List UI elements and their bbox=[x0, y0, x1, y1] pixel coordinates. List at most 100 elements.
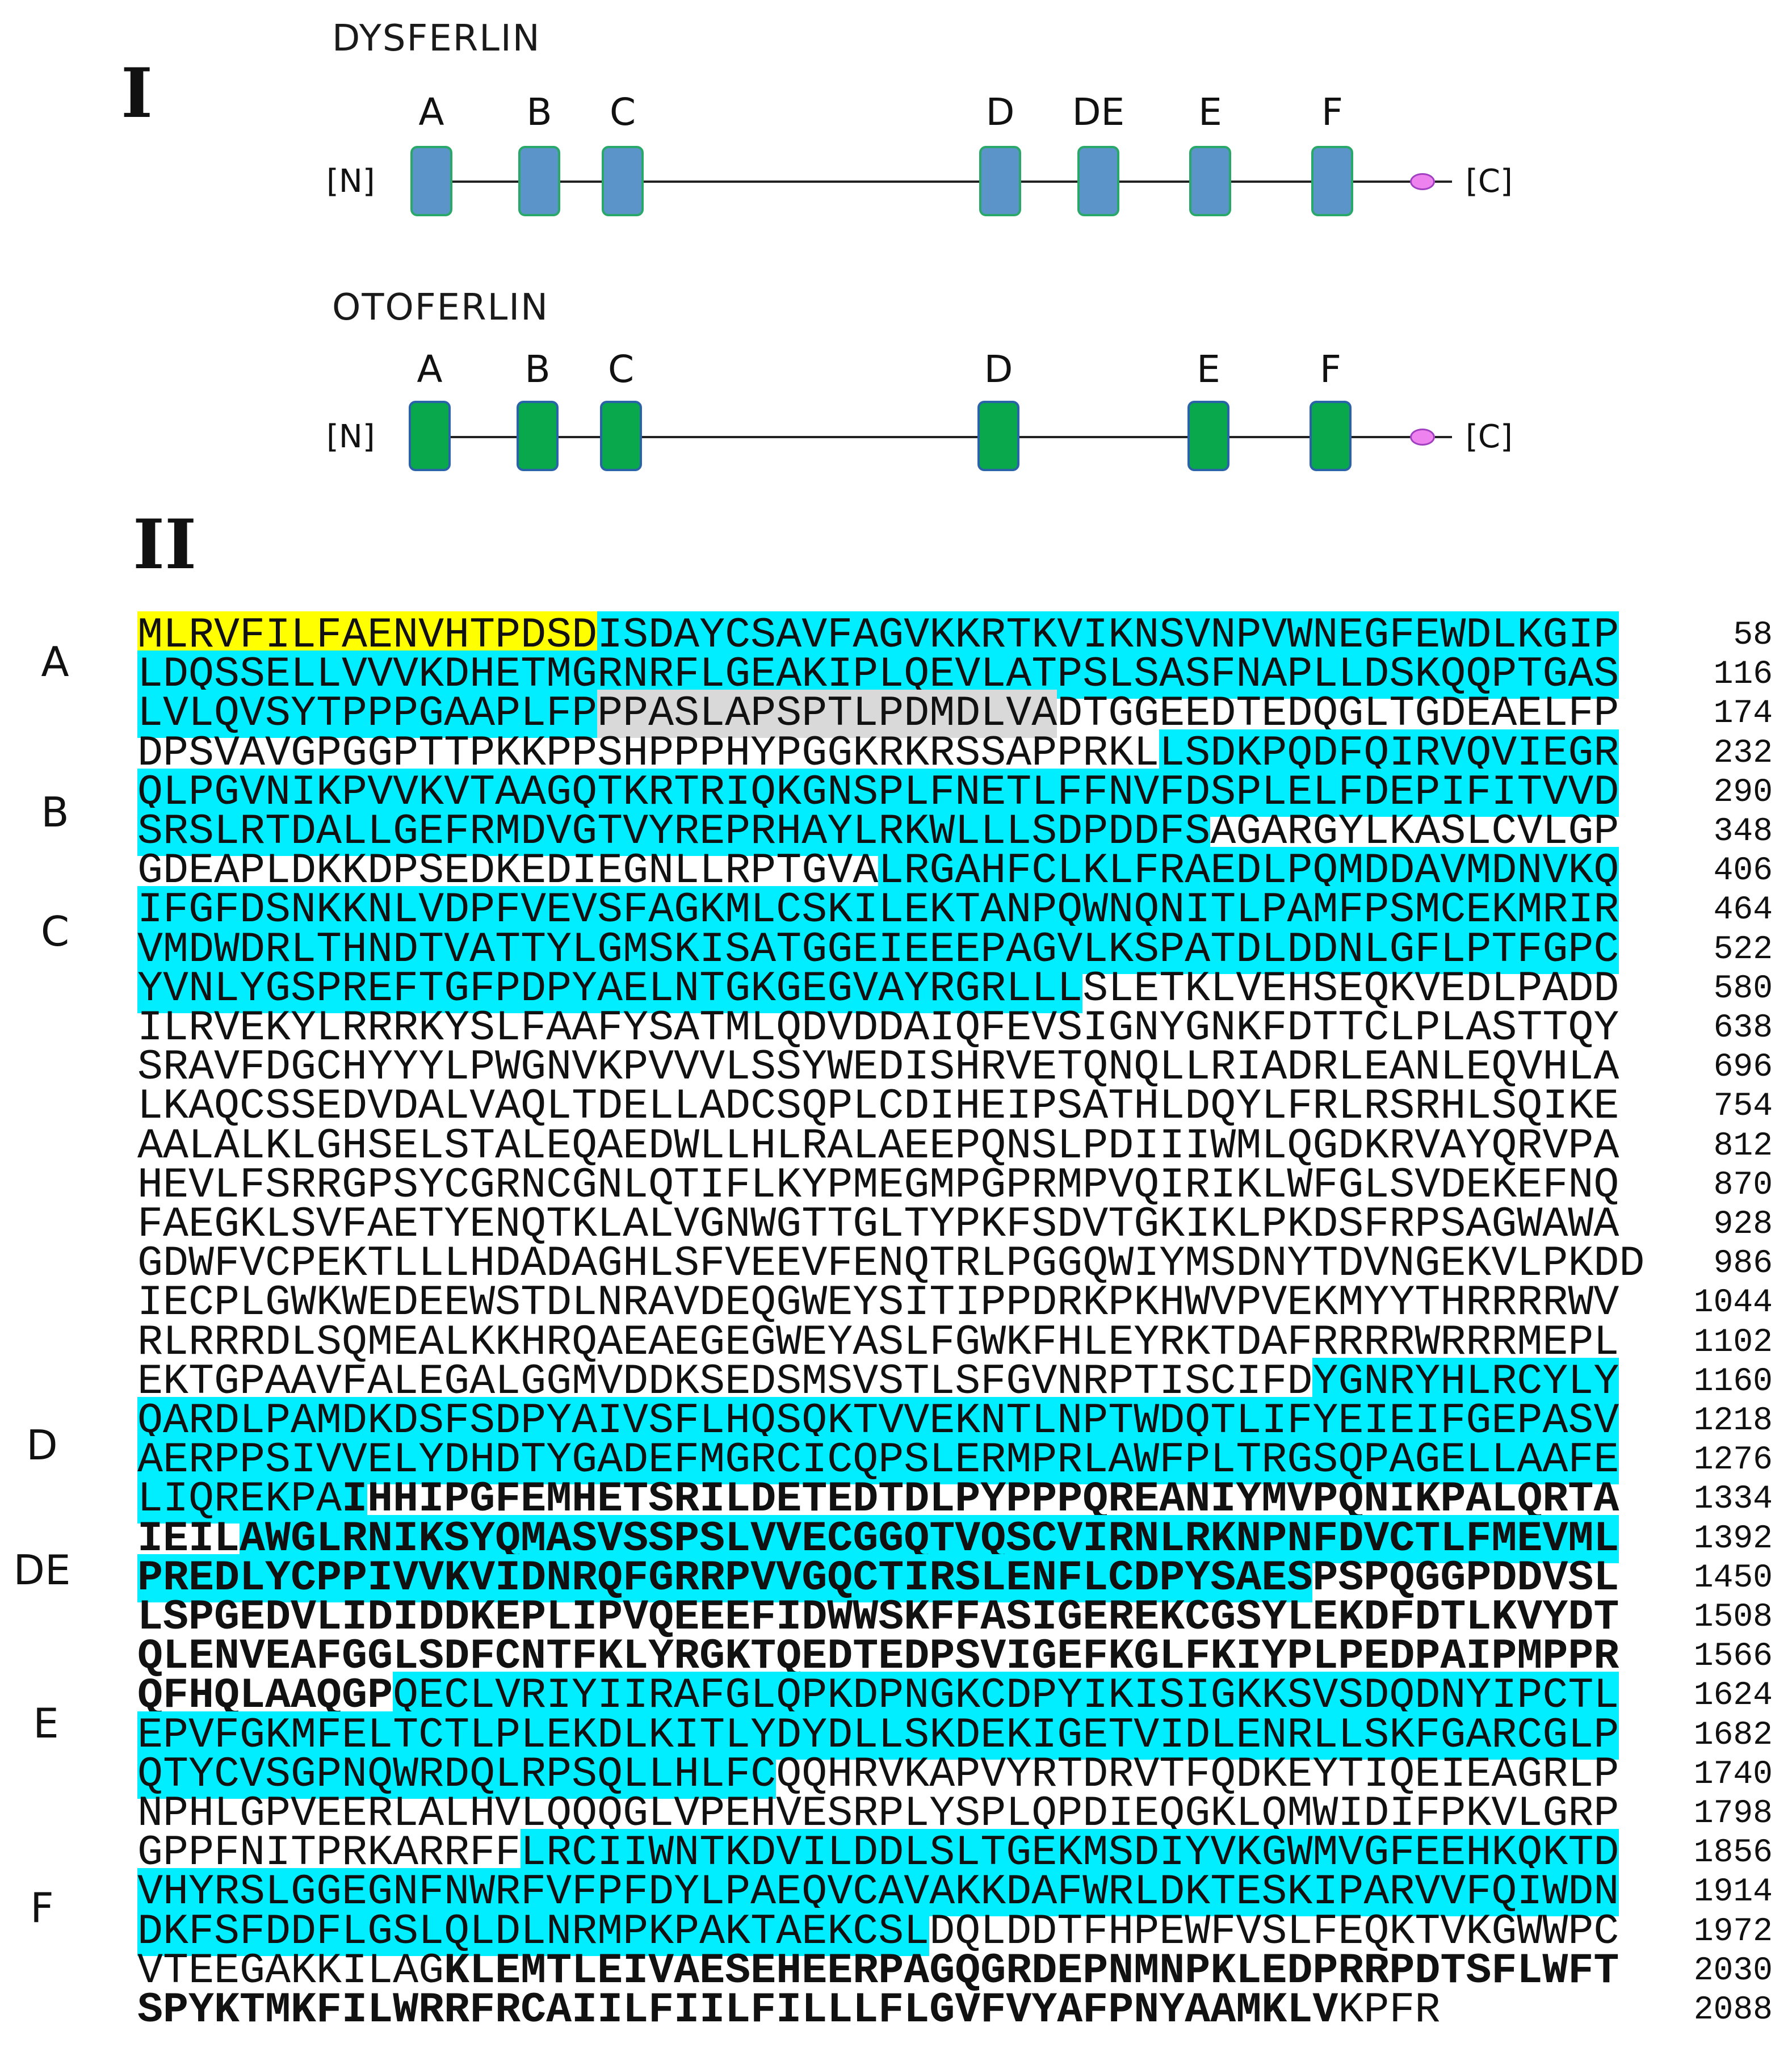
sequence-row: VTEEGAKKILAGKLEMTLEIVAESEHEERPAGQGRDEPNM… bbox=[137, 1950, 1620, 1992]
side-label-de: DE bbox=[13, 1546, 71, 1594]
otoferlin-domain-e-label: E bbox=[1197, 347, 1220, 391]
residue-count: 638 bbox=[1713, 1010, 1773, 1047]
sequence-row: EPVFGKMFELTCTLPLEKDLKITLYDYDLLSKDEKIGETV… bbox=[137, 1711, 1620, 1760]
sequence-row: IEILAWGLRNIKSYQMASVSSPSLVVECGGQTVQSCVIRN… bbox=[137, 1515, 1620, 1563]
residue-count: 2088 bbox=[1693, 1992, 1773, 2029]
otoferlin-domain-b-label: B bbox=[524, 347, 551, 391]
otoferlin-domain-c-label: C bbox=[607, 347, 635, 391]
dysferlin-tm-dot bbox=[1410, 173, 1435, 190]
sequence-segment: QQHRVKAPVYRTDRVTFQDKEYTIQEIEAGRLP bbox=[776, 1751, 1619, 1799]
sequence-row: SPYKTMKFILWRRFRCAIILFIILFILLLFLGVFVYAFPN… bbox=[137, 1989, 1620, 2032]
sequence-row: DPSVAVGPGGPTTPKKPPSHPPPHYPGGKRKRSSAPPRKL… bbox=[137, 729, 1620, 778]
residue-count: 1624 bbox=[1693, 1677, 1773, 1714]
otoferlin-tm-dot bbox=[1410, 429, 1435, 446]
residue-count: 580 bbox=[1713, 971, 1773, 1008]
side-label-b: B bbox=[41, 788, 69, 836]
dysferlin-domain-e-label: E bbox=[1198, 90, 1222, 134]
dysferlin-c-tail bbox=[1435, 181, 1452, 183]
sequence-segment: LIQREKPA bbox=[137, 1475, 342, 1524]
sequence-segment: KLEMTLEIVAESEHEERPAGQGRDEPNMNPKLEDPRRPDT… bbox=[444, 1947, 1619, 1995]
sequence-segment: PPASLAPSPTLPDMDLVA bbox=[597, 690, 1057, 738]
otoferlin-n-terminus: [N] bbox=[326, 418, 375, 455]
otoferlin-domain-b bbox=[517, 401, 559, 471]
dysferlin-backbone bbox=[417, 181, 1411, 183]
sequence-segment: IECPLGWKWEDEEWSTDLNRAVDEQGWEYSITIPPDRKPK… bbox=[137, 1279, 1619, 1327]
residue-count: 1972 bbox=[1693, 1913, 1773, 1950]
residue-count: 812 bbox=[1713, 1128, 1773, 1165]
sequence-row: IECPLGWKWEDEEWSTDLNRAVDEQGWEYSITIPPDRKPK… bbox=[137, 1282, 1620, 1324]
residue-count: 870 bbox=[1713, 1167, 1773, 1204]
sequence-segment: GDWFVCPEKTLLLHDADAGHLSFVEEVFENQTRLPGGQWI… bbox=[137, 1240, 1645, 1288]
sequence-row: ILRVEKYLRRRKYSLFAAFYSATMLQDVDDAIQFEVSIGN… bbox=[137, 1007, 1620, 1050]
sequence-segment: LVLQVSYTPPPGAAPLFP bbox=[137, 690, 598, 738]
sequence-row: LSPGEDVLIDIDDKEPLIPVQEEEFIDWWSKFFASIGERE… bbox=[137, 1596, 1620, 1639]
side-label-c: C bbox=[40, 908, 70, 955]
residue-count: 232 bbox=[1713, 735, 1773, 772]
dysferlin-domain-c bbox=[602, 146, 644, 216]
sequence-row: LVLQVSYTPPPGAAPLFPPPASLAPSPTLPDMDLVADTGG… bbox=[137, 690, 1620, 738]
residue-count: 986 bbox=[1713, 1245, 1773, 1282]
dysferlin-title: DYSFERLIN bbox=[332, 18, 541, 60]
sequence-row: YVNLYGSPREFTGFPDPYAELNTGKGEGVAYRGRLLLSLE… bbox=[137, 965, 1620, 1013]
dysferlin-domain-a-label: A bbox=[418, 90, 444, 134]
residue-count: 1044 bbox=[1693, 1285, 1773, 1321]
otoferlin-backbone bbox=[417, 436, 1411, 438]
sequence-segment: AALALKLGHSELSTALEQAEDWLLHLRALAEEPQNSLPDI… bbox=[137, 1122, 1619, 1170]
sequence-row: NPHLGPVEERLALHVLQQQGLVPEHVESRPLYSPLQPDIE… bbox=[137, 1793, 1620, 1835]
sequence-row: SRSLRTDALLGEFRMDVGTVYREPRHAYLRKWLLLSDPDD… bbox=[137, 808, 1620, 856]
panel-i-label: I bbox=[121, 53, 153, 133]
otoferlin-domain-a bbox=[409, 401, 451, 471]
sequence-row: QTYCVSGPNQWRDQLRPSQLLHLFCQQHRVKAPVYRTDRV… bbox=[137, 1751, 1620, 1799]
dysferlin-domain-f bbox=[1311, 146, 1353, 216]
residue-count: 1914 bbox=[1693, 1874, 1773, 1911]
sequence-segment: QTYCVSGPNQWRDQLRPSQLLHLFC bbox=[137, 1751, 777, 1799]
sequence-segment: DTGGEEDTEDQGLTGDEAELFP bbox=[1057, 690, 1619, 738]
otoferlin-domain-c bbox=[600, 401, 642, 471]
residue-count: 1856 bbox=[1693, 1835, 1773, 1871]
dysferlin-domain-e bbox=[1189, 146, 1231, 216]
residue-count: 522 bbox=[1713, 931, 1773, 968]
sequence-row: DKFSFDDFLGSLQLDLNRMPKPAKTAEKCSLDQLDDTFHP… bbox=[137, 1908, 1620, 1956]
sequence-segment: LSPGEDVLIDIDDKEPLIPVQEEEFIDWWSKFFASIGERE… bbox=[137, 1593, 1619, 1642]
sequence-segment: PSPQGGPDDVSL bbox=[1312, 1554, 1619, 1602]
sequence-segment: VTEEGAKKILAG bbox=[137, 1947, 444, 1995]
residue-count: 1740 bbox=[1693, 1756, 1773, 1793]
otoferlin-domain-d bbox=[977, 401, 1019, 471]
otoferlin-title: OTOFERLIN bbox=[332, 287, 549, 329]
sequence-row: VHYRSLGGEGNFNWRFVFPFDYLPAEQVCAVAKKDAFWRL… bbox=[137, 1868, 1620, 1916]
sequence-segment: HHIPGFEMHETSRILDETEDTDLPYPPPQREANIYMVPQN… bbox=[367, 1475, 1619, 1524]
side-label-a: A bbox=[41, 638, 69, 686]
side-label-e: E bbox=[33, 1699, 59, 1747]
otoferlin-c-terminus: [C] bbox=[1466, 418, 1513, 455]
sequence-segment: DQLDDTFHPEWFVSLFEQKTVKGWWPC bbox=[929, 1908, 1619, 1956]
residue-count: 928 bbox=[1713, 1206, 1773, 1243]
residue-count: 1682 bbox=[1693, 1717, 1773, 1754]
residue-count: 348 bbox=[1713, 813, 1773, 850]
dysferlin-domain-b-label: B bbox=[526, 90, 552, 134]
sequence-segment: GDEAPLDKKDPSEDKEDIEGNLLRPTGVA bbox=[137, 847, 879, 895]
dysferlin-domain-f-label: F bbox=[1321, 90, 1343, 134]
sequence-row: LIQREKPAIHHIPGFEMHETSRILDETEDTDLPYPPPQRE… bbox=[137, 1475, 1620, 1524]
sequence-segment: QFHQLAAQGP bbox=[137, 1672, 393, 1720]
sequence-row: SRAVFDGCHYYYLPWGNVKPVVVLSSYWEDISHRVETQNQ… bbox=[137, 1046, 1620, 1089]
sequence-row: LKAQCSSEDVDALVAQLTDELLADCSQPLCDIHEIPSATH… bbox=[137, 1085, 1620, 1128]
residue-count: 1508 bbox=[1693, 1599, 1773, 1636]
sequence-row: AERPPSIVVELYDHDTYGADEFMGRCICQPSLERMPRLAW… bbox=[137, 1436, 1620, 1484]
residue-count: 1218 bbox=[1693, 1403, 1773, 1440]
sequence-segment: SRSLRTDALLGEFRMDVGTVYREPRHAYLRKWLLLSDPDD… bbox=[137, 808, 1211, 856]
sequence-segment: IEIL bbox=[137, 1515, 240, 1563]
residue-count: 1102 bbox=[1693, 1324, 1773, 1361]
sequence-segment: LSDKPQDFQIRVQVIEGR bbox=[1159, 729, 1619, 778]
dysferlin-domain-de-label: DE bbox=[1072, 90, 1125, 134]
residue-count: 1450 bbox=[1693, 1560, 1773, 1597]
sequence-row: IFGFDSNKKNLVDPFVEVSFAGKMLCSKILEKTANPQWNQ… bbox=[137, 886, 1620, 934]
sequence-segment: YVNLYGSPREFTGFPDPYAELNTGKGEGVAYRGRLLL bbox=[137, 965, 1083, 1013]
dysferlin-c-terminus: [C] bbox=[1466, 163, 1513, 200]
residue-count: 464 bbox=[1713, 892, 1773, 929]
otoferlin-domain-f-label: F bbox=[1320, 347, 1341, 391]
side-label-f: F bbox=[30, 1884, 54, 1932]
otoferlin-domain-d-label: D bbox=[984, 347, 1013, 391]
dysferlin-domain-d bbox=[979, 146, 1021, 216]
